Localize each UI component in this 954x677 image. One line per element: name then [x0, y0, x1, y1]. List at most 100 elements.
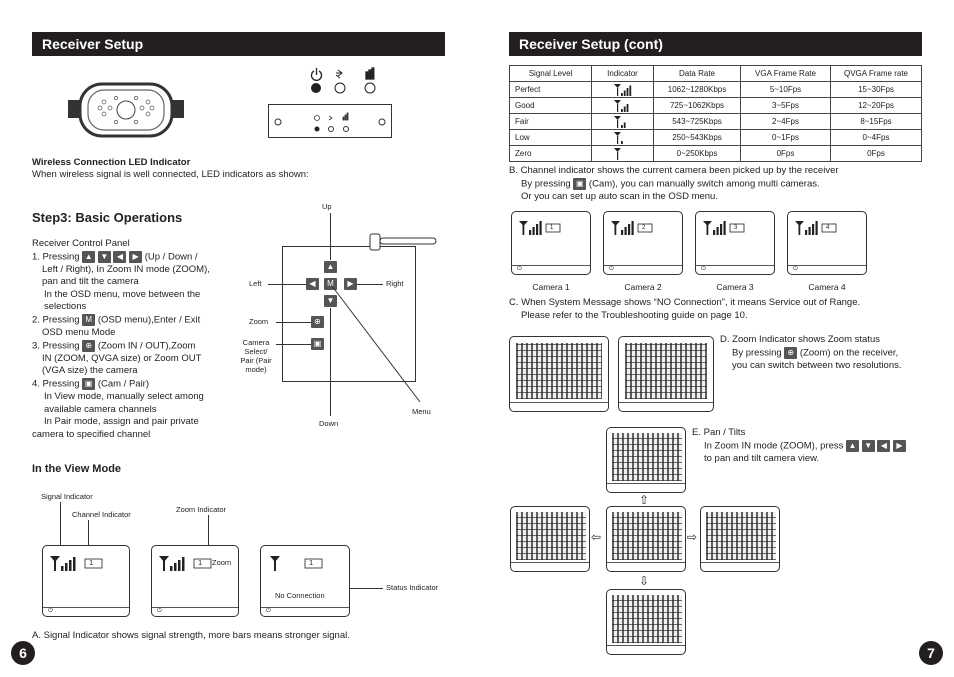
signal-table-header: Signal Level Indicator Data Rate VGA Fra…: [509, 65, 922, 82]
tv-stand: [512, 265, 590, 274]
cell-data-rate: 0~250Kbps: [653, 145, 741, 162]
tv-vga-view: [509, 336, 609, 412]
item1-d: pan and tilt the camera: [42, 276, 139, 288]
channel-number: 1: [198, 558, 203, 567]
panel-left-button[interactable]: ◀: [306, 278, 319, 290]
signal-bars-icon: [159, 556, 212, 571]
view-mode-heading: In the View Mode: [32, 463, 122, 475]
right-page-header: Receiver Setup (cont): [509, 32, 922, 56]
th-indicator: Indicator: [591, 65, 654, 82]
camera-tv: 3 ⏻: [695, 211, 775, 275]
panel-menu-button[interactable]: M: [324, 278, 337, 290]
camera-label: Camera 2: [624, 282, 662, 292]
note-d2b: (Zoom) on the receiver,: [799, 347, 899, 359]
cell-vga: 3~5Fps: [740, 97, 831, 114]
cell-qvga: 0~4Fps: [830, 129, 922, 146]
zoom-key-icon: ⊕: [784, 346, 798, 359]
item1-a: 1. Pressing: [32, 251, 80, 263]
leader-zoom: [276, 322, 311, 323]
panel-right-button[interactable]: ▶: [344, 278, 357, 290]
power-icon: ⏻: [48, 608, 53, 614]
cam-key-icon: ▣: [573, 177, 587, 190]
label-camera-3: Pair (Pair: [240, 356, 272, 365]
cell-level: Low: [509, 129, 592, 146]
note-a: A. Signal Indicator shows signal strengt…: [32, 630, 350, 641]
label-channel-indicator: Channel Indicator: [72, 510, 131, 519]
tv-qvga-view: [618, 336, 714, 412]
tv-tilt-up: [606, 427, 686, 493]
building-scene-image: [516, 343, 602, 399]
panel-camera-button[interactable]: ▣: [311, 338, 324, 350]
camera-channel-number: 3: [734, 225, 738, 231]
panel-up-button[interactable]: ▲: [324, 261, 337, 273]
power-icon: ⏻: [266, 608, 271, 614]
tv-stand: [511, 562, 589, 571]
signal-bars-icon: [795, 221, 837, 235]
signal-strength-icon: [613, 84, 631, 96]
tv-signal-example: 1 ⏻: [42, 545, 130, 617]
page-number-left: 6: [11, 641, 35, 665]
cell-indicator: [591, 145, 654, 162]
camera-tv: 1 ⏻: [511, 211, 591, 275]
signal-strength-icon: [613, 132, 623, 144]
antenna-illustration: [369, 233, 437, 251]
note-b3: Or you can set up auto scan in the OSD m…: [521, 190, 718, 202]
control-panel-instructions: Receiver Control Panel 1. Pressing ▲ ▼ ◀…: [32, 238, 232, 442]
tv-stand: [43, 607, 129, 616]
item1-f: selections: [44, 301, 87, 313]
note-b: B. Channel indicator shows the current c…: [509, 165, 922, 203]
note-e3: to pan and tilt camera view.: [704, 452, 820, 464]
leader-camera: [276, 344, 311, 345]
arrow-down-icon: ⇩: [639, 574, 650, 588]
power-icon: ⏻: [609, 266, 614, 272]
signal-strength-icon: [613, 100, 628, 112]
building-scene-image: [612, 512, 682, 560]
note-b2b: (Cam), you can manually switch among mul…: [588, 178, 820, 190]
building-scene-image: [612, 433, 682, 481]
cell-data-rate: 543~725Kbps: [653, 113, 741, 130]
note-b1: B. Channel indicator shows the current c…: [509, 165, 839, 176]
item2-a: 2. Pressing: [32, 314, 80, 326]
th-vga: VGA Frame Rate: [740, 65, 831, 82]
tv-stand: [152, 607, 238, 616]
arrow-up-icon: ⇧: [639, 493, 650, 507]
step3-heading: Step3: Basic Operations: [32, 210, 183, 225]
item2-b: (OSD menu),Enter / Exit: [97, 314, 201, 326]
label-signal-indicator: Signal Indicator: [41, 492, 93, 501]
zoom-text: Zoom: [212, 558, 232, 567]
led-panel: [268, 104, 392, 138]
building-scene-image: [516, 512, 586, 560]
item3-d: (VGA size) the camera: [42, 365, 138, 377]
note-e2: In Zoom IN mode (ZOOM), press: [704, 440, 844, 452]
led-state-icons: [310, 67, 376, 94]
cell-data-rate: 250~543Kbps: [653, 129, 741, 146]
camera-tv: 4 ⏻: [787, 211, 867, 275]
camera-channel-number: 4: [826, 225, 830, 231]
label-zoom: Zoom: [249, 317, 269, 326]
cell-indicator: [591, 113, 654, 130]
item3-b: (Zoom IN / OUT),Zoom: [97, 340, 196, 352]
leader-left: [268, 284, 306, 285]
tv-stand: [788, 265, 866, 274]
cell-indicator: [591, 81, 654, 98]
panel-zoom-button[interactable]: ⊕: [311, 316, 324, 328]
zoom-key-icon: ⊕: [82, 339, 96, 352]
power-icon: ⏻: [517, 266, 522, 272]
up-arrow-icon: ▲: [846, 439, 860, 452]
leader-down: [330, 308, 331, 416]
note-d3: you can switch between two resolutions.: [732, 359, 902, 371]
signal-bars-icon: [703, 221, 745, 235]
cell-qvga: 0Fps: [830, 145, 922, 162]
item1-b: (Up / Down /: [144, 251, 198, 263]
arrow-left-icon: ⇦: [591, 530, 602, 544]
panel-down-button[interactable]: ▼: [324, 295, 337, 307]
signal-table: Signal Level Indicator Data Rate VGA Fra…: [509, 65, 922, 162]
channel-number: 1: [309, 558, 314, 567]
building-scene-image: [706, 512, 776, 560]
tv-pan-left: [510, 506, 590, 572]
camera-label: Camera 4: [808, 282, 846, 292]
tv-no-connection-example: 1 No Connection ⏻: [260, 545, 350, 617]
item3-a: 3. Pressing: [32, 340, 80, 352]
